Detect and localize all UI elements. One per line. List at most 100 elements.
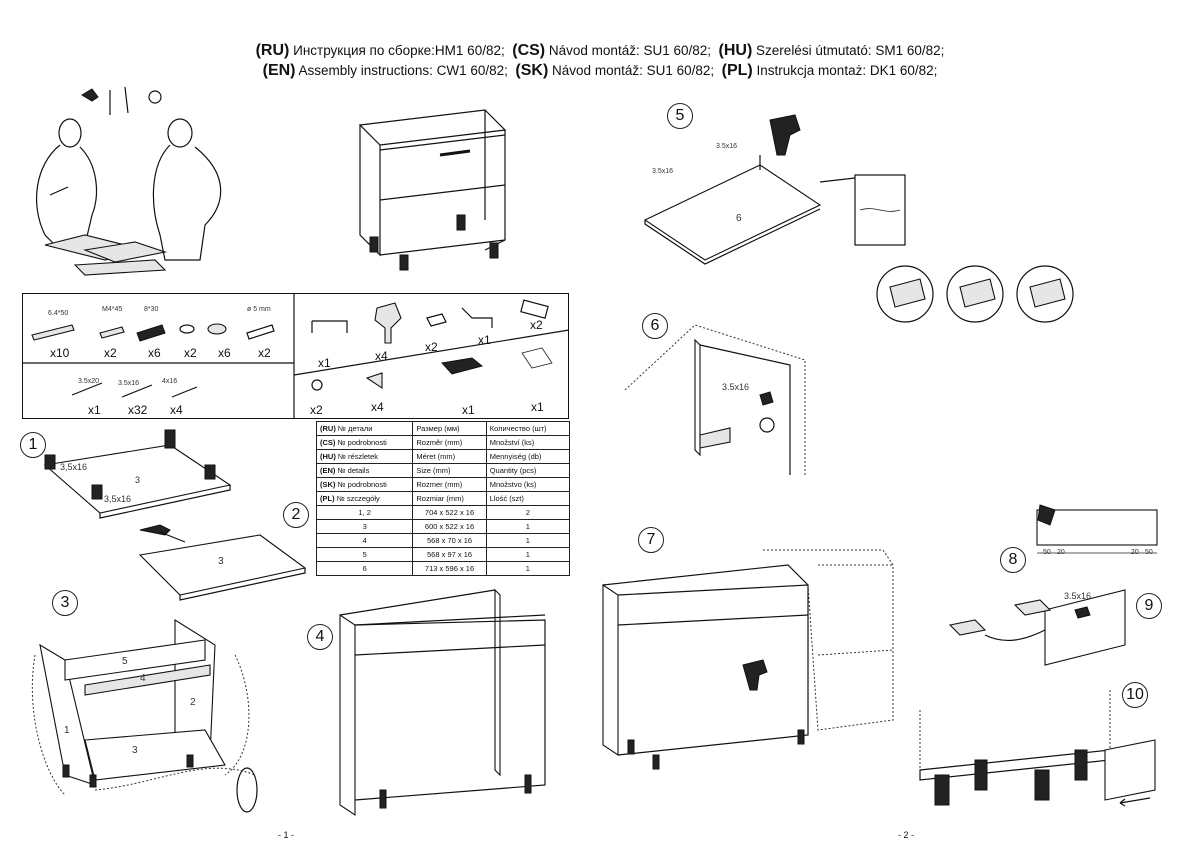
cell: 6 [315, 561, 414, 576]
hw-qty: x2 [425, 340, 438, 354]
table-row: 5 568 x 97 x 16 1 [315, 547, 571, 562]
hw-label: ø 5 mm [247, 306, 271, 313]
title-text: Szerelési útmutató: SM1 60/82; [756, 43, 945, 58]
cell: 704 x 522 x 16 [412, 505, 487, 520]
hw-qty: x2 [258, 346, 271, 360]
table-row: 1, 2 704 x 522 x 16 2 [315, 505, 571, 520]
anchor-icon [246, 324, 275, 340]
tools-icon [81, 86, 162, 115]
lang-code: (HU) [718, 42, 753, 59]
part-label: 3.5x16 [652, 168, 674, 175]
lang-code: (PL) [721, 62, 753, 79]
hw-qty: x2 [184, 346, 197, 360]
step-3-illustration [31, 619, 258, 813]
hw-label: 4x16 [162, 378, 178, 385]
step-1-illustration [43, 429, 232, 519]
cell: № szczegóły [336, 494, 380, 503]
bolt-icon [99, 326, 125, 339]
title-text: Návod montáž: SU1 60/82; [548, 43, 711, 58]
step-number: 2 [283, 502, 309, 528]
corner-icon [365, 372, 383, 390]
two-people-illustration [35, 86, 222, 276]
hw-qty: x2 [530, 318, 543, 332]
cell: 600 x 522 x 16 [412, 519, 487, 534]
cell: 1 [485, 547, 571, 562]
step-number: 4 [307, 624, 333, 650]
cell: 1 [485, 561, 571, 576]
cap-icon [207, 323, 227, 335]
hw-qty: x4 [170, 403, 183, 417]
drill-icon [769, 114, 801, 156]
hw-qty: x4 [375, 349, 388, 363]
cell: Rozmer (mm) [412, 477, 487, 492]
part-label: 1 [64, 725, 70, 736]
hw-label: M4*45 [102, 306, 123, 313]
dimension-label: 20 [1131, 549, 1139, 556]
cell: Quantity (pcs) [485, 463, 571, 478]
hw-qty: x1 [531, 400, 544, 414]
washer-icon [179, 324, 195, 334]
cell: Rozmiar (mm) [412, 491, 487, 506]
lang-code: (SK) [515, 62, 549, 79]
table-row: (SK) № podrobnosti Rozmer (mm) Množstvo … [315, 477, 571, 492]
step-5-illustration [643, 114, 906, 265]
step-2-illustration [138, 524, 307, 601]
screw-icon [71, 382, 103, 396]
part-label: 3.5x16 [1064, 591, 1092, 601]
table-row: (RU) № детали Размер (мм) Количество (шт… [315, 421, 571, 436]
lang-code: (CS) [512, 42, 546, 59]
part-label: 3.5x16 [722, 382, 750, 392]
table-row: (HU) № részletek Méret (mm) Mennyiség (d… [315, 449, 571, 464]
cell: 5 [315, 547, 414, 562]
hardware-box-dividers [22, 293, 570, 419]
cell: Llość (szt) [485, 491, 571, 506]
part-label: 5 [122, 656, 128, 667]
step-number: 8 [1000, 547, 1026, 573]
hw-label: 3.5x20 [78, 378, 100, 385]
detail-inset [854, 174, 906, 246]
part-label: 3 [218, 556, 224, 567]
cell: 4 [315, 533, 414, 548]
dimension-label: 20 [1057, 549, 1065, 556]
step-number: 6 [642, 313, 668, 339]
step-9-illustration [948, 589, 1126, 666]
hw-qty: x1 [462, 403, 475, 417]
table-row: 4 568 x 70 x 16 1 [315, 533, 571, 548]
lang-code: (EN) [262, 62, 296, 79]
lang-code: (HU) [320, 452, 336, 461]
hw-qty: x1 [478, 333, 491, 347]
hinge-icon [441, 357, 484, 375]
part-label: 3,5x16 [60, 462, 88, 472]
right-person [152, 118, 222, 261]
hw-qty: x10 [50, 346, 70, 360]
hardware-box [22, 293, 569, 419]
clip-icon [426, 313, 447, 327]
cell: 1 [485, 519, 571, 534]
part-label: 2 [190, 697, 196, 708]
cell: Mennyiség (db) [485, 449, 571, 464]
cell: Размер (мм) [412, 421, 487, 436]
assembled-cabinet-illustration [358, 109, 507, 271]
table-row: 6 713 x 596 x 16 1 [315, 561, 571, 576]
cell: № детали [337, 424, 373, 433]
step-number: 5 [667, 103, 693, 129]
cell: Size (mm) [412, 463, 487, 478]
cell: Rozměr (mm) [412, 435, 487, 450]
screw-icon [31, 324, 75, 341]
lang-code: (PL) [320, 494, 335, 503]
dowel-icon [136, 324, 166, 342]
hw-label: 3.5x16 [118, 380, 140, 387]
plate-icon [520, 299, 549, 319]
page-number-right: - 2 - [898, 830, 915, 840]
hw-qty: x6 [148, 346, 161, 360]
hanger-icon [461, 307, 493, 328]
cell: 568 x 97 x 16 [412, 547, 487, 562]
drill-icon [742, 659, 768, 691]
cell: 3 [315, 519, 414, 534]
pencil-icon [1037, 504, 1056, 526]
cell: № podrobnosti [337, 480, 387, 489]
cell: Méret (mm) [412, 449, 487, 464]
cell: 568 x 70 x 16 [412, 533, 487, 548]
lang-code: (SK) [320, 480, 336, 489]
hammer-icon [139, 524, 171, 536]
